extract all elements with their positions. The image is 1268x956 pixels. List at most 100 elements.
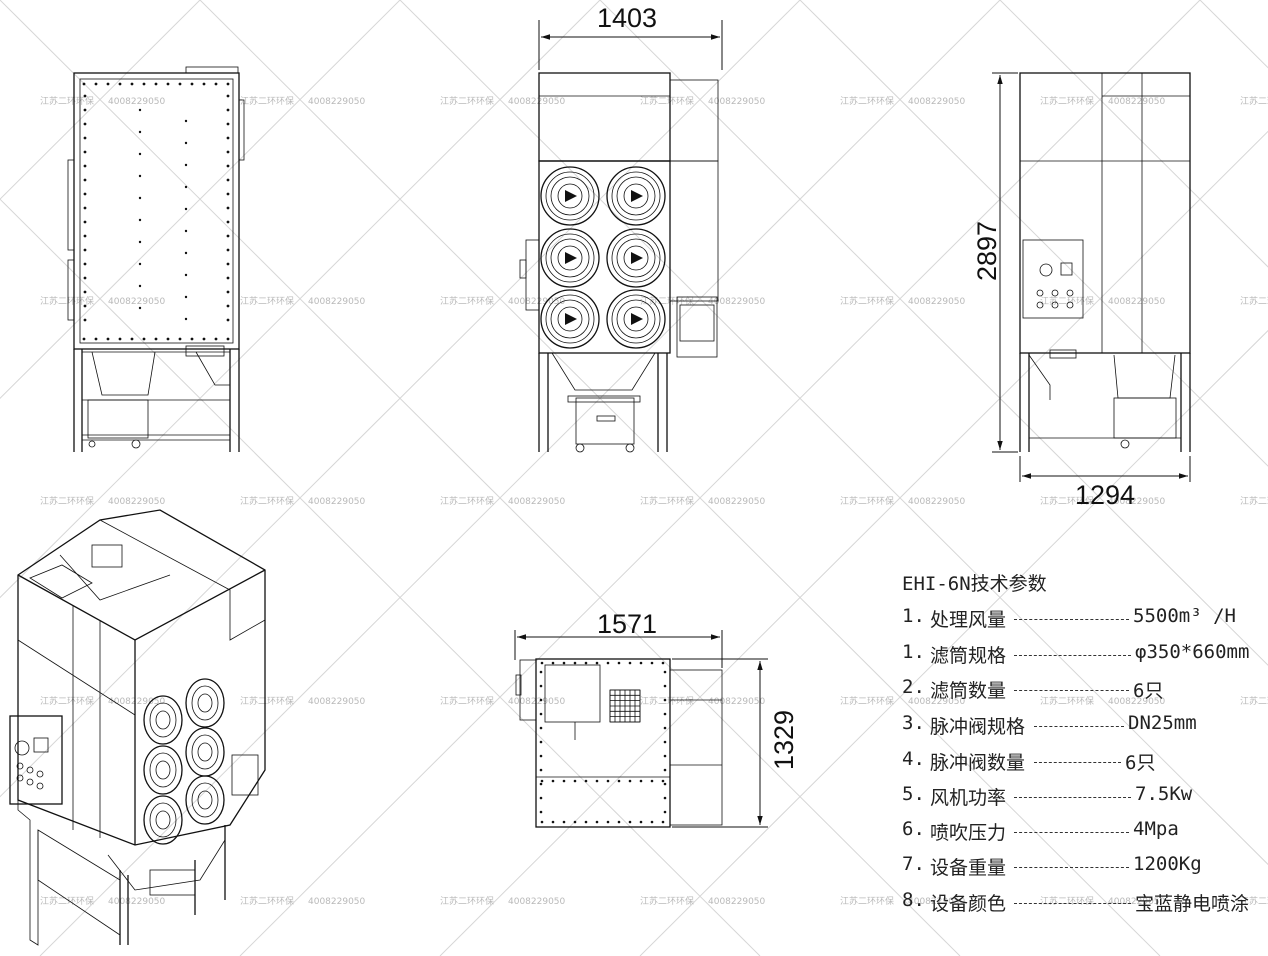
- dimension-1294: 1294: [1019, 456, 1191, 510]
- spec-leader-line: [1014, 619, 1129, 620]
- watermark-phone: 4008229050: [508, 297, 566, 307]
- watermark-company: 江苏二环环保: [1240, 95, 1268, 107]
- watermark-phone: 4008229050: [708, 497, 766, 507]
- spec-row-label: 脉冲阀规格: [930, 716, 1026, 738]
- filter-cartridge: [540, 166, 600, 226]
- spec-row-number: 4.: [902, 748, 925, 770]
- dimension-1329: 1329: [672, 658, 799, 828]
- spec-leader-line: [1014, 797, 1131, 798]
- spec-row-label: 脉冲阀数量: [930, 752, 1026, 774]
- watermark-company: 江苏二环环保: [640, 495, 694, 507]
- watermark-company: 江苏二环环保: [840, 95, 894, 107]
- filter-cartridge: [143, 695, 183, 745]
- spec-row-number: 3.: [902, 712, 925, 734]
- watermark-phone: 4008229050: [1108, 297, 1166, 307]
- watermark-phone: 4008229050: [708, 697, 766, 707]
- watermark-phone: 4008229050: [108, 497, 166, 507]
- watermark-company: 江苏二环环保: [240, 95, 294, 107]
- watermark-company: 江苏二环环保: [40, 95, 94, 107]
- dim-label-1329: 1329: [769, 710, 799, 770]
- watermark-phone: 4008229050: [708, 897, 766, 907]
- filter-cartridge: [185, 678, 225, 728]
- filter-cartridge: [540, 289, 600, 349]
- dimension-1403: 1403: [538, 3, 723, 70]
- watermark-phone: 4008229050: [708, 297, 766, 307]
- isometric-view: [9, 509, 266, 946]
- plan-view: [515, 658, 723, 828]
- dimension-1571: 1571: [514, 609, 723, 668]
- watermark-company: 江苏二环环保: [40, 895, 94, 907]
- spec-row-label: 处理风量: [930, 609, 1007, 631]
- filter-cartridge: [143, 795, 183, 845]
- spec-row-label: 滤筒数量: [930, 680, 1007, 702]
- center-front-view: [519, 72, 719, 453]
- watermark-phone: 4008229050: [108, 297, 166, 307]
- front-view: [67, 66, 245, 452]
- watermark-phone: 4008229050: [1108, 97, 1166, 107]
- watermark-phone: 4008229050: [108, 97, 166, 107]
- spec-row-label: 风机功率: [930, 787, 1007, 809]
- watermark-company: 江苏二环环保: [240, 495, 294, 507]
- filter-cartridge: [143, 745, 183, 795]
- watermark-phone: 4008229050: [908, 297, 966, 307]
- filter-cartridge: [540, 228, 600, 288]
- spec-row-value: 6只: [1125, 752, 1156, 774]
- spec-leader-line: [1014, 655, 1131, 656]
- spec-leader-line: [1014, 903, 1131, 904]
- watermark-labels: 江苏二环环保 4008229050 江苏二环环保 4008229050 江苏二环环保 40…: [40, 95, 1268, 907]
- spec-row-value: 4Mpa: [1133, 818, 1179, 840]
- spec-title: EHI-6N技术参数: [902, 573, 1047, 595]
- watermark-company: 江苏二环环保: [240, 295, 294, 307]
- spec-row-value: 5500m³ /H: [1133, 605, 1236, 627]
- watermark-company: 江苏二环环保: [240, 695, 294, 707]
- watermark-phone: 4008229050: [1108, 497, 1166, 507]
- filter-cartridge: [606, 228, 666, 288]
- watermark-phone: 4008229050: [108, 697, 166, 707]
- spec-row-number: 1.: [902, 641, 925, 663]
- dim-label-2897: 2897: [972, 221, 1002, 281]
- watermark-company: 江苏二环环保: [1240, 695, 1268, 707]
- watermark-phone: 4008229050: [1108, 697, 1166, 707]
- watermark-company: 江苏二环环保: [1040, 295, 1094, 307]
- watermark-phone: 4008229050: [308, 97, 366, 107]
- watermark-company: 江苏二环环保: [240, 895, 294, 907]
- watermark-company: 江苏二环环保: [440, 695, 494, 707]
- watermark-phone: 4008229050: [908, 497, 966, 507]
- watermark-phone: 4008229050: [308, 697, 366, 707]
- watermark-company: 江苏二环环保: [1040, 895, 1094, 907]
- watermark-phone: 4008229050: [508, 497, 566, 507]
- watermark-company: 江苏二环环保: [440, 95, 494, 107]
- watermark-phone: 4008229050: [508, 97, 566, 107]
- spec-row-label: 喷吹压力: [930, 822, 1007, 844]
- spec-row-value: 6只: [1133, 680, 1164, 702]
- spec-row-number: 7.: [902, 853, 925, 875]
- watermark-company: 江苏二环环保: [840, 495, 894, 507]
- filter-cartridge: [606, 166, 666, 226]
- watermark-company: 江苏二环环保: [440, 495, 494, 507]
- watermark-company: 江苏二环环保: [840, 695, 894, 707]
- watermark-phone: 4008229050: [308, 297, 366, 307]
- watermark-company: 江苏二环环保: [1240, 495, 1268, 507]
- spec-row-value: φ350*660mm: [1135, 641, 1250, 663]
- watermark-company: 江苏二环环保: [640, 695, 694, 707]
- watermark-company: 江苏二环环保: [40, 295, 94, 307]
- watermark-company: 江苏二环环保: [840, 295, 894, 307]
- watermark-company: 江苏二环环保: [40, 495, 94, 507]
- filter-cartridge: [185, 775, 225, 825]
- watermark-company: 江苏二环环保: [1040, 95, 1094, 107]
- dim-label-1294: 1294: [1075, 480, 1135, 510]
- watermark-phone: 4008229050: [908, 97, 966, 107]
- side-view: [1019, 72, 1191, 452]
- spec-row-value: 宝蓝静电喷涂: [1135, 893, 1250, 915]
- spec-row-number: 8.: [902, 889, 925, 911]
- watermark-company: 江苏二环环保: [40, 695, 94, 707]
- spec-leader-line: [1014, 832, 1129, 833]
- watermark-phone: 4008229050: [108, 897, 166, 907]
- watermark-phone: 4008229050: [308, 897, 366, 907]
- spec-row-value: 1200Kg: [1133, 853, 1202, 875]
- watermark-company: 江苏二环环保: [1240, 295, 1268, 307]
- watermark-company: 江苏二环环保: [1040, 495, 1094, 507]
- spec-row-number: 5.: [902, 783, 925, 805]
- spec-row-number: 6.: [902, 818, 925, 840]
- spec-row-value: DN25mm: [1128, 712, 1197, 734]
